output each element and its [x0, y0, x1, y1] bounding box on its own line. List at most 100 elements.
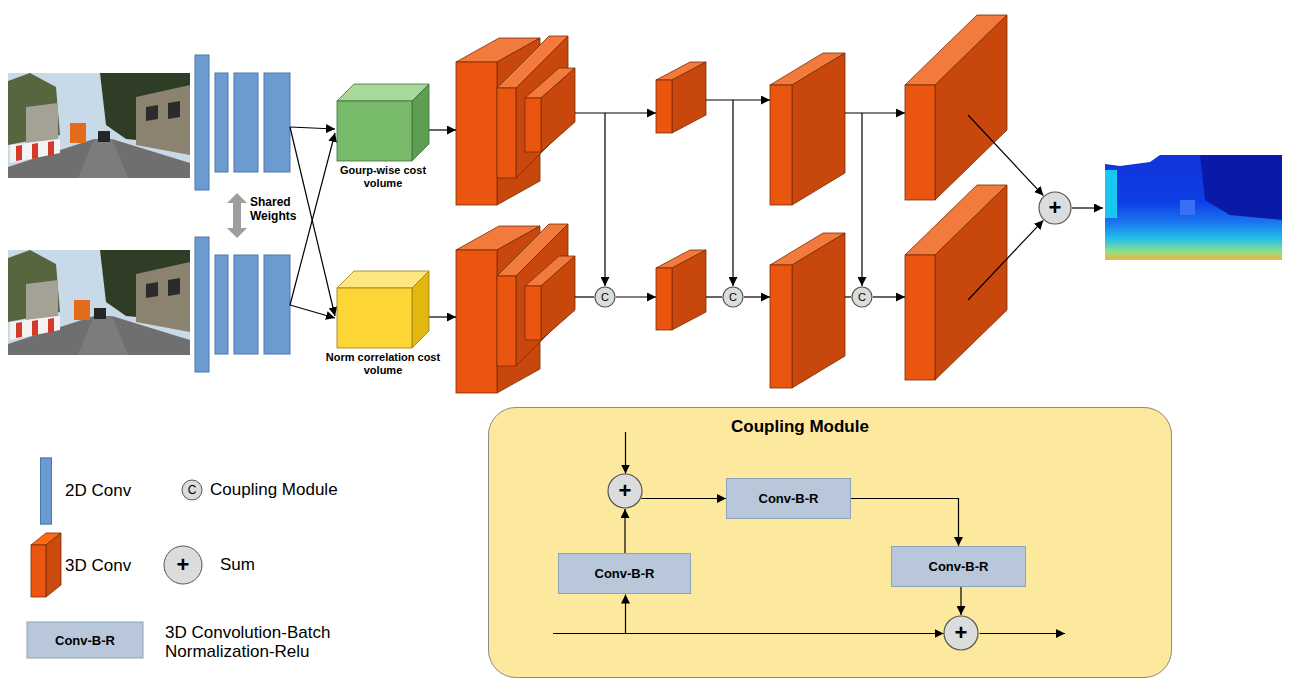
- conv3d-block-side: [541, 68, 575, 152]
- conv-b-r-symbol: [27, 622, 143, 658]
- legend-swatch: [40, 458, 52, 525]
- conv3d-block-side: [935, 185, 1007, 380]
- node-text: Conv-B-R: [929, 559, 989, 574]
- flow-arrow: [290, 127, 335, 129]
- conv3d-block-front: [770, 265, 792, 388]
- legend-item: 2D Conv: [40, 458, 131, 525]
- input-image: [8, 73, 190, 178]
- image-region: [8, 73, 190, 178]
- image-region: [168, 101, 180, 119]
- node-text: +: [1049, 197, 1062, 219]
- swatch-side: [46, 533, 61, 597]
- conv2d-layer: [264, 73, 290, 172]
- flow-arrow: [616, 296, 656, 297]
- conv3d-block-front: [770, 85, 792, 205]
- cube-front: [337, 101, 412, 161]
- conv3d-block-front: [497, 88, 516, 178]
- depth-region: [1200, 155, 1282, 220]
- conv2d-layer: [195, 237, 209, 372]
- flow-arrow: [845, 112, 905, 113]
- flow-arrow: [968, 220, 1043, 300]
- flow-arrow: [732, 100, 733, 286]
- node-text: Norm correlation cost volume: [313, 351, 453, 377]
- circle-shape: [595, 287, 615, 307]
- legend-text: Sum: [220, 556, 255, 575]
- conv3d-block-front: [456, 62, 497, 205]
- sum-node: +: [607, 473, 643, 509]
- sum-node: +: [943, 615, 979, 651]
- circle-shape: [852, 287, 872, 307]
- image-region: [16, 145, 22, 161]
- sum-node: +: [1038, 191, 1072, 225]
- flow-connector: [960, 587, 961, 615]
- flow-arrow: [1072, 207, 1103, 208]
- coupling-node: C: [594, 286, 616, 308]
- circle-shape: [608, 474, 642, 508]
- flow-arrow: [290, 127, 335, 316]
- image-region: [146, 282, 158, 298]
- image-region: [8, 316, 190, 355]
- conv3d-block-side: [935, 15, 1007, 200]
- depth-map-image: [1105, 155, 1282, 260]
- module-input: [625, 432, 626, 474]
- shared-weights-label: Shared Weights: [250, 196, 305, 224]
- image-region: [94, 308, 106, 319]
- coupling-symbol-label: C: [188, 484, 197, 496]
- cube-side: [412, 84, 429, 161]
- image-region: [48, 141, 54, 156]
- image-region: [8, 250, 60, 322]
- flow-arrow: [290, 305, 335, 318]
- flow-connector: [641, 498, 726, 499]
- conv-b-r-box: Conv-B-R: [726, 478, 851, 519]
- conv2d-layer: [264, 255, 290, 354]
- conv-b-r-box: Conv-B-R: [891, 546, 1026, 587]
- coupling-module-panel: Coupling Module + Conv-B-R Conv-B-R Conv-B-R…: [488, 407, 1172, 678]
- legend-item: Coupling Module: [210, 481, 338, 500]
- legend-text: 3D Convolution-Batch Normalization-Relu: [165, 624, 350, 661]
- flow-arrow: [744, 296, 770, 297]
- legend-swatch: [30, 532, 63, 600]
- flow-arrow: [575, 112, 656, 113]
- image-region: [146, 105, 158, 121]
- cost-volume: Norm correlation cost volume: [308, 270, 458, 377]
- conv3d-block-front: [905, 255, 935, 380]
- circle-shape: [944, 616, 978, 650]
- sum-symbol: [164, 546, 202, 584]
- conv3d-block-side: [672, 62, 706, 133]
- shared-weights-arrow: [227, 193, 247, 238]
- flow-arrow: [429, 129, 456, 130]
- image-region: [78, 316, 128, 355]
- flow-arrow: [845, 296, 851, 297]
- node-text: Coupling Module: [489, 408, 1171, 437]
- image-region: [136, 85, 190, 155]
- conv3d-block-front: [905, 85, 935, 200]
- legend-text: 3D Conv: [65, 557, 131, 576]
- sum-symbol-label: +: [177, 554, 190, 576]
- cost-volume-cube: [336, 270, 430, 349]
- flow-arrow: [706, 296, 722, 297]
- image-region: [32, 143, 38, 159]
- node-text: C: [601, 292, 609, 303]
- image-region: [10, 316, 60, 340]
- flow-arrow: [861, 113, 862, 286]
- coupling-panel-fill: [488, 407, 1172, 678]
- conv-b-r-box: Conv-B-R: [558, 553, 691, 594]
- conv2d-layer: [215, 255, 228, 354]
- image-region: [136, 262, 190, 332]
- flow-connector: [624, 509, 625, 553]
- input-image: [8, 250, 190, 355]
- image-region: [26, 103, 58, 143]
- conv3d-block-front: [525, 98, 541, 152]
- legend-item: 3D Conv: [30, 532, 131, 600]
- image-region: [74, 300, 90, 320]
- legend-item: 3D Convolution-Batch Normalization-Relu: [165, 624, 350, 661]
- node-text: C: [858, 292, 866, 303]
- image-region: [8, 73, 60, 145]
- swatch-front: [31, 545, 46, 597]
- flow-arrow: [604, 113, 605, 286]
- coupling-node: C: [722, 286, 744, 308]
- conv2d-layer: [195, 55, 209, 190]
- image-region: [16, 322, 22, 338]
- conv3d-block-front: [525, 286, 541, 340]
